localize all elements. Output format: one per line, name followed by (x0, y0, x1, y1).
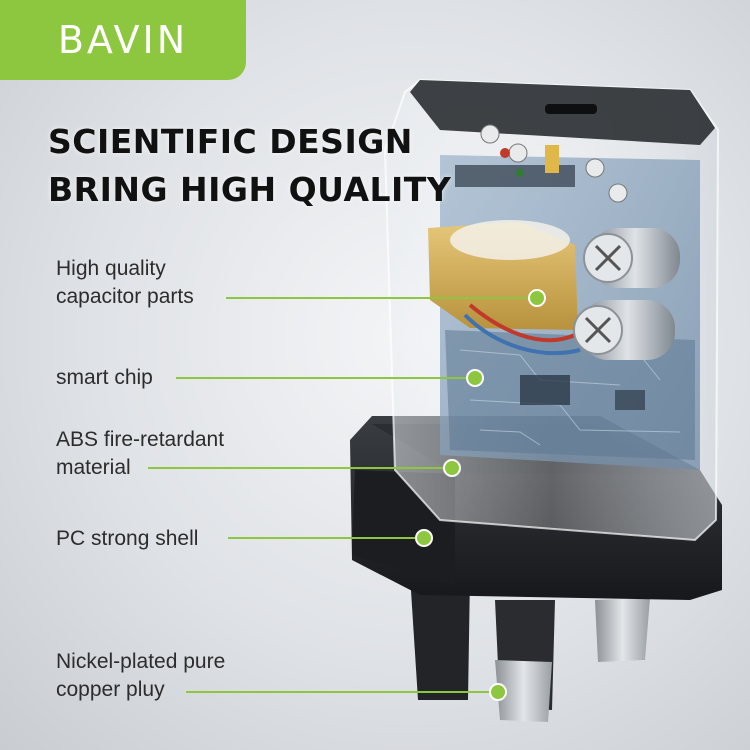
live-pin-tip (495, 660, 552, 722)
callout-smart-chip: smart chip (56, 364, 153, 392)
dot-pins (489, 683, 507, 701)
headline-line-2: BRING HIGH QUALITY (48, 170, 452, 209)
callout-smart-chip-line-1: smart chip (56, 366, 153, 389)
callout-pins-line-2: copper pluy (56, 678, 165, 701)
callout-pins: Nickel-plated pure copper pluy (56, 648, 225, 704)
callout-pc-shell: PC strong shell (56, 525, 198, 553)
neutral-pin (595, 598, 650, 662)
wire-red (468, 303, 576, 343)
callout-capacitor-line-1: High quality (56, 257, 166, 280)
screw-top-1 (480, 124, 500, 144)
dot-capacitor (528, 289, 546, 307)
smart-chip (520, 375, 570, 405)
brand-logo: BAVIN (57, 18, 189, 62)
wire-blue (463, 313, 581, 355)
callout-lines (148, 297, 537, 693)
headline-line-1: SCIENTIFIC DESIGN (48, 122, 413, 161)
callout-abs: ABS fire-retardant material (56, 426, 224, 482)
dot-pc (415, 529, 433, 547)
callout-pc-shell-line-1: PC strong shell (56, 527, 199, 550)
earth-pin-sleeve (410, 575, 470, 700)
callout-dots (415, 289, 546, 701)
callout-abs-line-2: material (56, 456, 131, 479)
dot-chip (466, 369, 484, 387)
fuse (545, 145, 559, 173)
usb-port (545, 104, 597, 114)
callout-capacitor-line-2: capacitor parts (56, 285, 194, 308)
dot-abs (443, 459, 461, 477)
callout-capacitor: High quality capacitor parts (56, 255, 194, 311)
brand-tab: BAVIN (0, 0, 246, 80)
callout-pins-line-1: Nickel-plated pure (56, 650, 226, 673)
callout-abs-line-1: ABS fire-retardant (56, 428, 225, 451)
